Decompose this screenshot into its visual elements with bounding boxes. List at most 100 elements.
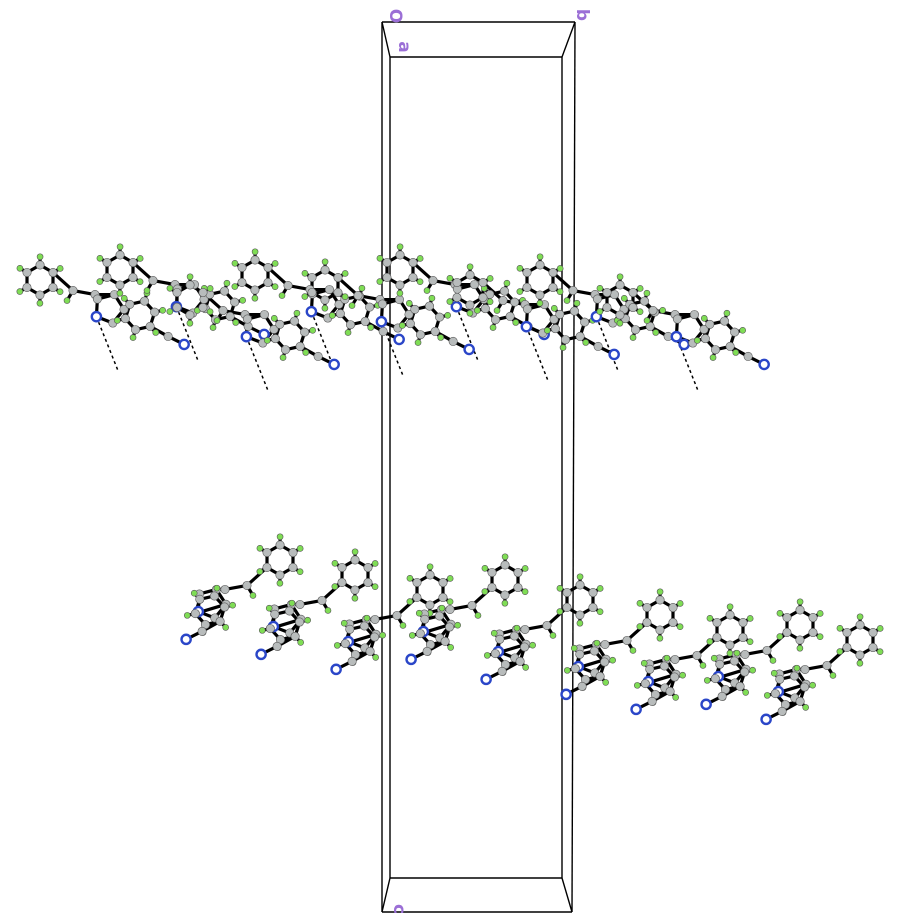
carbon-atom xyxy=(665,686,675,696)
carbon-atom xyxy=(738,633,748,643)
hydrogen-atom xyxy=(836,648,844,655)
carbon-atom xyxy=(522,282,532,292)
hydrogen-atom xyxy=(793,664,801,672)
carbon-atom xyxy=(822,660,832,670)
carbon-atom xyxy=(102,257,112,267)
hydrogen-atom xyxy=(166,285,174,292)
hydrogen-atom xyxy=(481,565,489,572)
carbon-atom xyxy=(317,595,327,605)
hydrogen-atom xyxy=(769,657,777,664)
nitrogen-atom xyxy=(90,310,103,323)
carbon-atom xyxy=(570,664,580,674)
carbon-atom xyxy=(269,324,279,334)
hydrogen-bond xyxy=(175,306,200,362)
carbon-atom xyxy=(270,609,280,619)
carbon-atom xyxy=(22,282,32,292)
carbon-atom xyxy=(440,636,450,646)
carbon-atom xyxy=(469,280,479,290)
carbon-atom xyxy=(220,602,230,612)
hydrogen-atom xyxy=(676,623,684,630)
carbon-atom xyxy=(729,656,739,666)
carbon-atom xyxy=(102,272,112,282)
carbon-atom xyxy=(360,316,370,326)
carbon-atom xyxy=(631,325,641,335)
carbon-atom xyxy=(655,595,665,605)
hydrogen-atom xyxy=(405,299,413,307)
hydrogen-atom xyxy=(856,613,864,621)
carbon-atom xyxy=(313,351,323,361)
hydrogen-atom xyxy=(309,327,316,334)
carbon-atom xyxy=(855,650,865,660)
hydrogen-atom xyxy=(809,681,816,689)
carbon-atom xyxy=(615,310,625,320)
hydrogen-atom xyxy=(209,324,217,331)
carbon-atom xyxy=(230,297,240,307)
carbon-atom xyxy=(550,324,560,334)
hydrogen-atom xyxy=(63,297,71,304)
carbon-atom xyxy=(735,681,745,691)
hydrogen-atom xyxy=(493,307,501,314)
hydrogen-atom xyxy=(856,659,864,667)
carbon-atom xyxy=(197,626,207,636)
hydrogen-atom xyxy=(636,285,644,292)
carbon-atom xyxy=(333,288,343,298)
carbon-atom xyxy=(498,296,508,306)
hydrogen-atom xyxy=(556,608,564,615)
hydrogen-atom xyxy=(232,319,240,326)
carbon-atom xyxy=(725,640,735,650)
hydrogen-atom xyxy=(802,704,809,711)
hydrogen-atom xyxy=(423,287,431,294)
carbon-atom xyxy=(588,588,598,598)
nitrogen-atom xyxy=(700,698,712,711)
hydrogen-atom xyxy=(490,629,498,637)
hydrogen-atom xyxy=(426,563,434,571)
carbon-atom xyxy=(250,255,260,265)
carbon-atom xyxy=(588,603,598,613)
carbon-atom xyxy=(428,276,438,286)
carbon-atom xyxy=(290,631,300,641)
carbon-atom xyxy=(438,593,448,603)
carbon-atom xyxy=(345,624,355,634)
carbon-atom xyxy=(592,294,602,304)
carbon-atom xyxy=(655,625,665,635)
carbon-atom xyxy=(522,304,532,314)
hydrogen-atom xyxy=(796,644,804,652)
carbon-atom xyxy=(445,604,455,614)
hydrogen-atom xyxy=(816,633,824,640)
carbon-atom xyxy=(535,290,545,300)
nitrogen-atom xyxy=(678,338,690,351)
carbon-atom xyxy=(307,272,317,282)
carbon-atom xyxy=(782,612,792,622)
carbon-atom xyxy=(480,304,490,314)
carbon-atom xyxy=(408,273,418,283)
hydrogen-atom xyxy=(256,568,264,575)
hydrogen-atom xyxy=(620,294,628,302)
hydrogen-atom xyxy=(576,573,584,581)
hydrogen-atom xyxy=(96,278,104,285)
carbon-atom xyxy=(320,265,330,275)
hydrogen-atom xyxy=(629,647,637,654)
hydrogen-atom xyxy=(522,664,529,671)
hydrogen-atom xyxy=(836,625,844,632)
carbon-atom xyxy=(198,303,208,313)
carbon-atom xyxy=(642,617,652,627)
hydrogen-atom xyxy=(444,312,451,319)
carbon-atom xyxy=(725,610,735,620)
carbon-atom xyxy=(452,277,462,287)
carbon-atom xyxy=(692,650,702,660)
carbon-atom xyxy=(628,288,638,298)
hydrogen-atom xyxy=(763,692,771,699)
hydrogen-atom xyxy=(363,614,371,622)
hydrogen-atom xyxy=(544,327,551,334)
carbon-atom xyxy=(128,258,138,268)
hydrogen-atom xyxy=(796,598,804,606)
axis-b-label: b xyxy=(572,9,592,21)
hydrogen-atom xyxy=(636,308,644,315)
carbon-atom xyxy=(295,617,305,627)
hydrogen-atom xyxy=(521,588,529,595)
carbon-atom xyxy=(575,331,585,341)
hydrogen-atom xyxy=(297,639,304,646)
carbon-atom xyxy=(405,319,415,329)
carbon-atom xyxy=(435,312,445,322)
hydrogen-atom xyxy=(143,287,151,294)
